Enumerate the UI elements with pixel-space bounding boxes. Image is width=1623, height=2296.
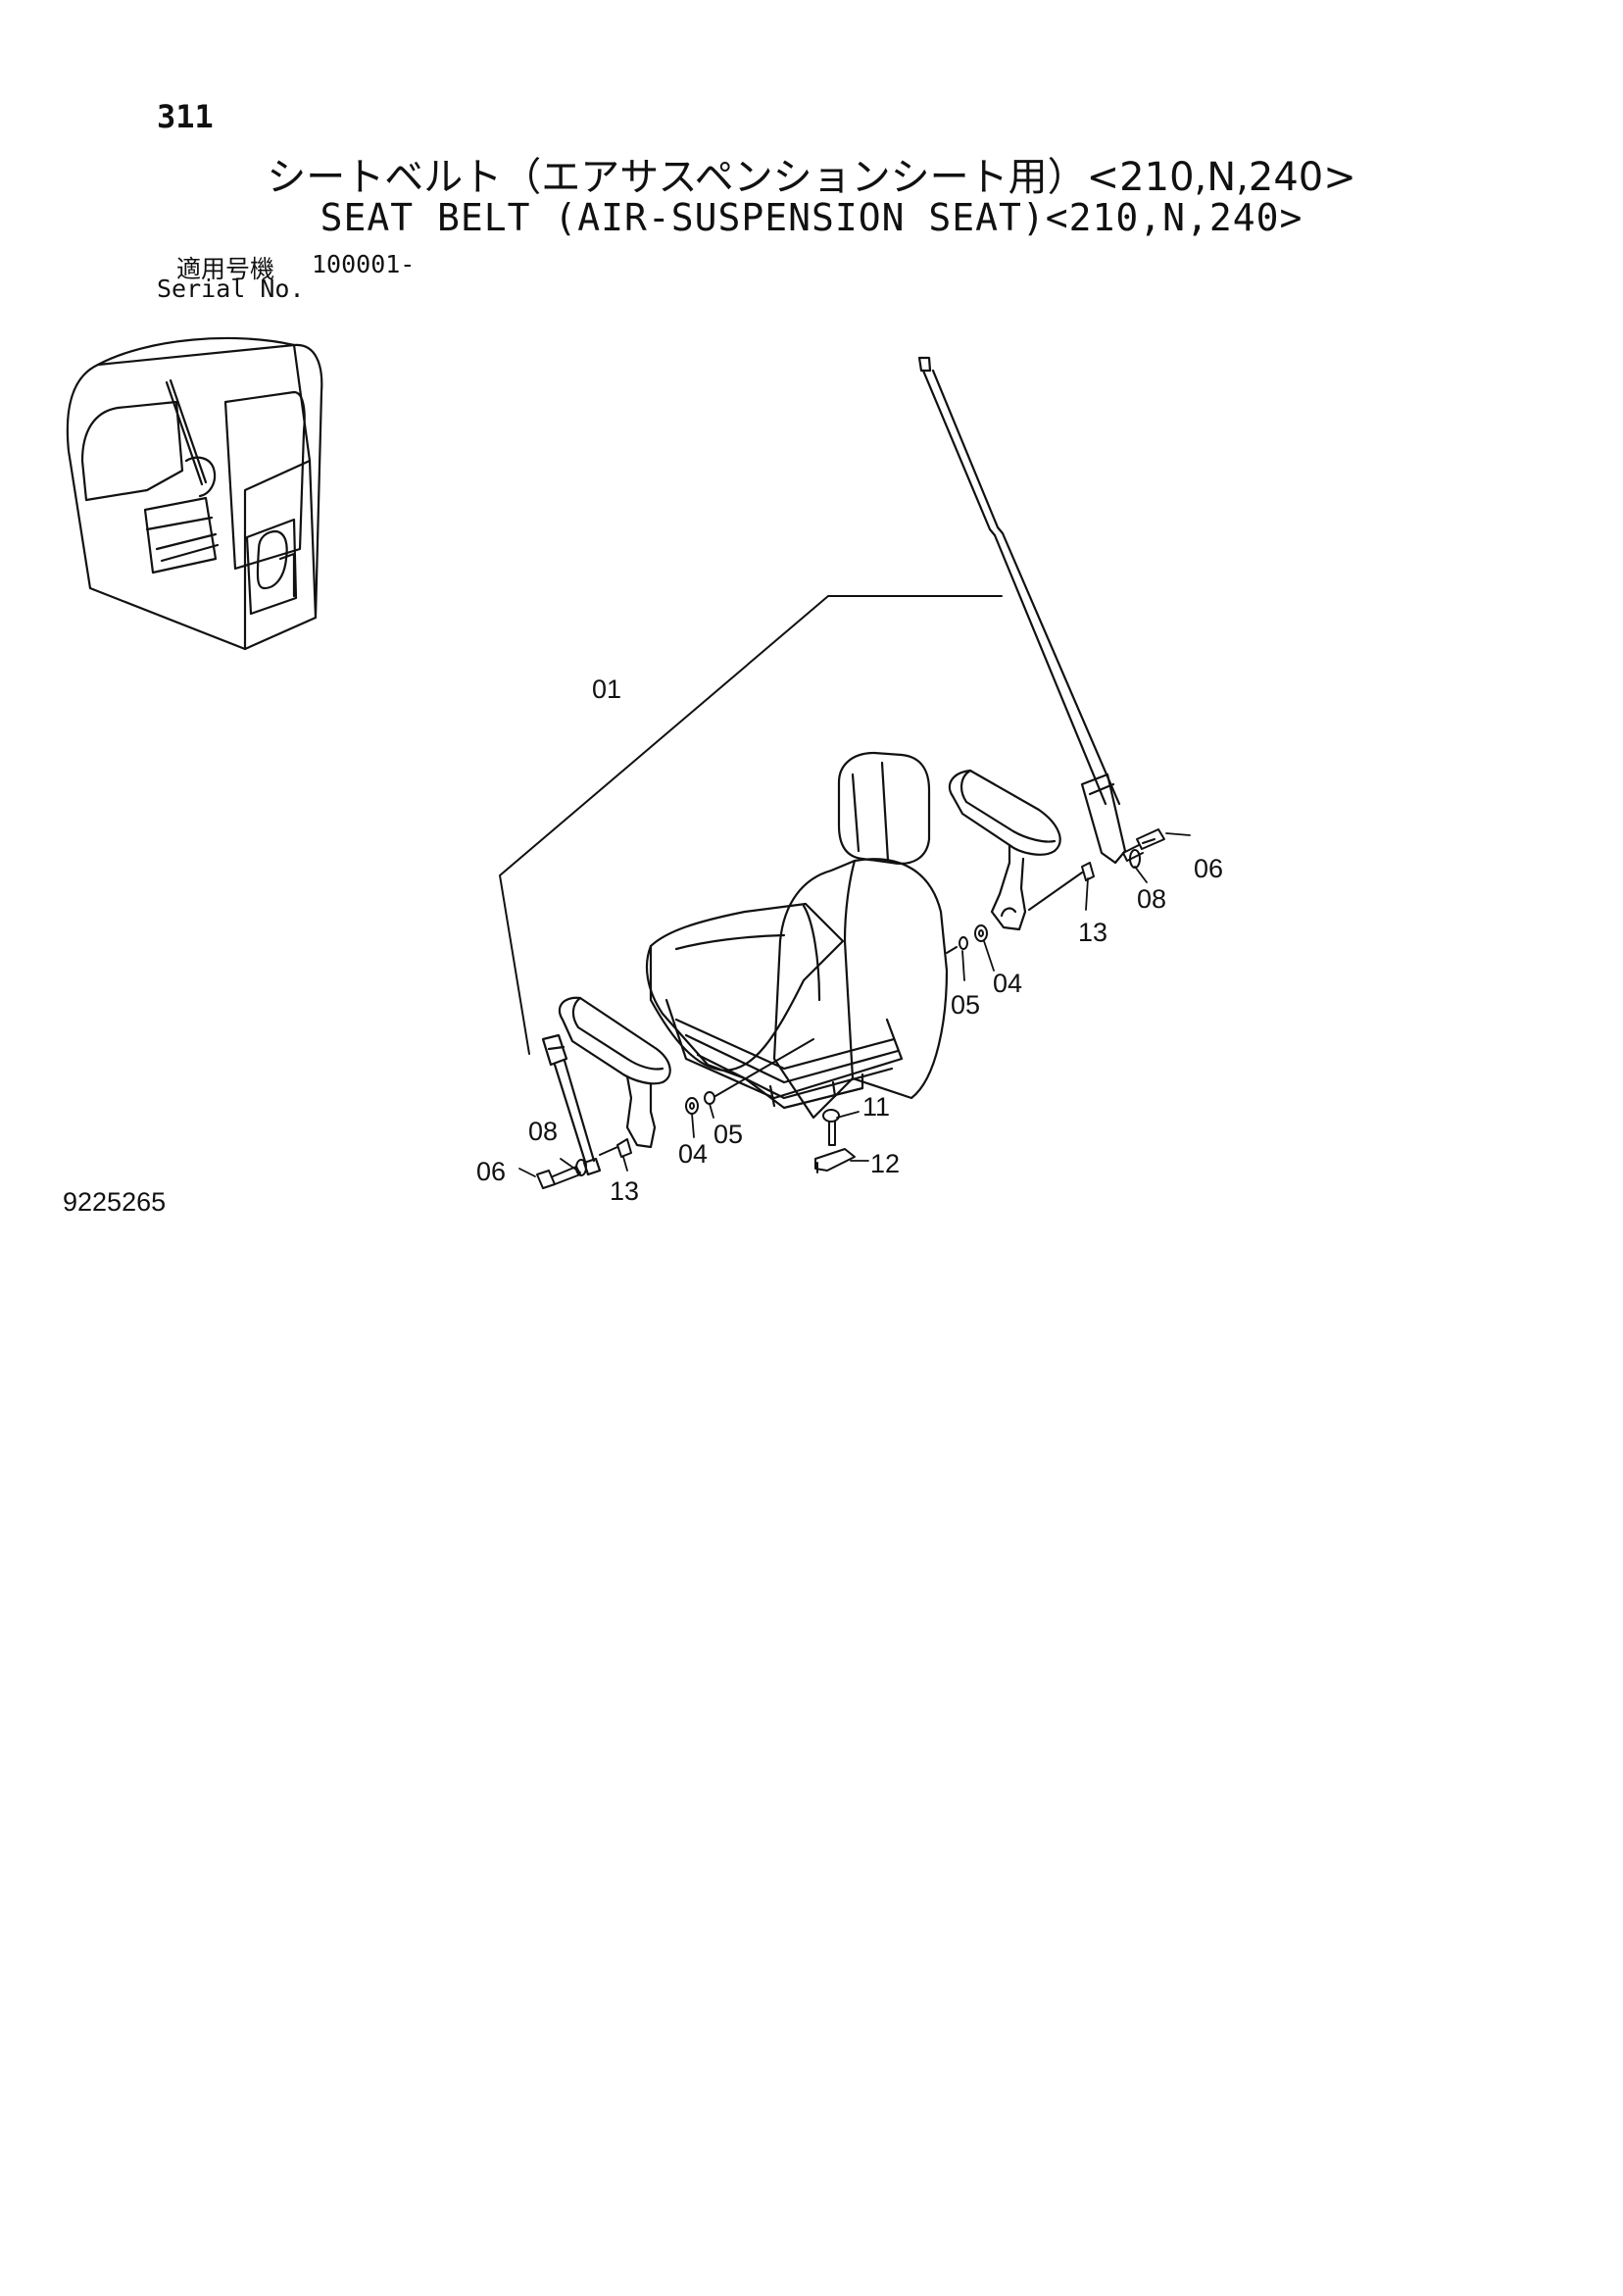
callout-05-left: 05 — [713, 1120, 743, 1149]
callout-04-right: 04 — [993, 969, 1022, 998]
callout-01-leader — [499, 595, 1003, 1055]
serial-value: 100001- — [312, 250, 416, 278]
callout-12: 12 — [870, 1149, 900, 1178]
callout-leaders — [518, 832, 1191, 1177]
cab-locator-illustration — [66, 336, 323, 651]
seat-assembly — [645, 751, 949, 1120]
title-japanese: シートベルト（エアサスペンションシート用）<210,N,240> — [267, 155, 1356, 200]
callout-05-right: 05 — [951, 990, 980, 1020]
serial-label-japanese: 適用号機 — [176, 255, 275, 283]
callout-06-right: 06 — [1194, 854, 1223, 883]
callout-01: 01 — [592, 674, 621, 704]
seat-belt-right — [917, 356, 1127, 865]
title-english: SEAT BELT (AIR-SUSPENSION SEAT)<210,N,24… — [320, 196, 1303, 239]
callout-labels: 06 08 13 04 05 08 06 13 04 05 11 12 — [476, 854, 1223, 1206]
callout-13-right: 13 — [1078, 918, 1107, 947]
callout-04-left: 04 — [678, 1139, 708, 1169]
seat-belt-left — [541, 1033, 602, 1176]
serial-label-english: Serial No. — [157, 275, 305, 303]
callout-08-left: 08 — [528, 1117, 558, 1146]
figure-number: 9225265 — [63, 1187, 167, 1217]
page-number: 311 — [157, 98, 214, 135]
callout-06-left: 06 — [476, 1157, 506, 1186]
armrest-left — [558, 996, 671, 1149]
callout-13-left: 13 — [610, 1176, 639, 1206]
armrest-right — [948, 769, 1061, 931]
callout-08-right: 08 — [1137, 884, 1166, 914]
callout-11: 11 — [862, 1092, 890, 1122]
